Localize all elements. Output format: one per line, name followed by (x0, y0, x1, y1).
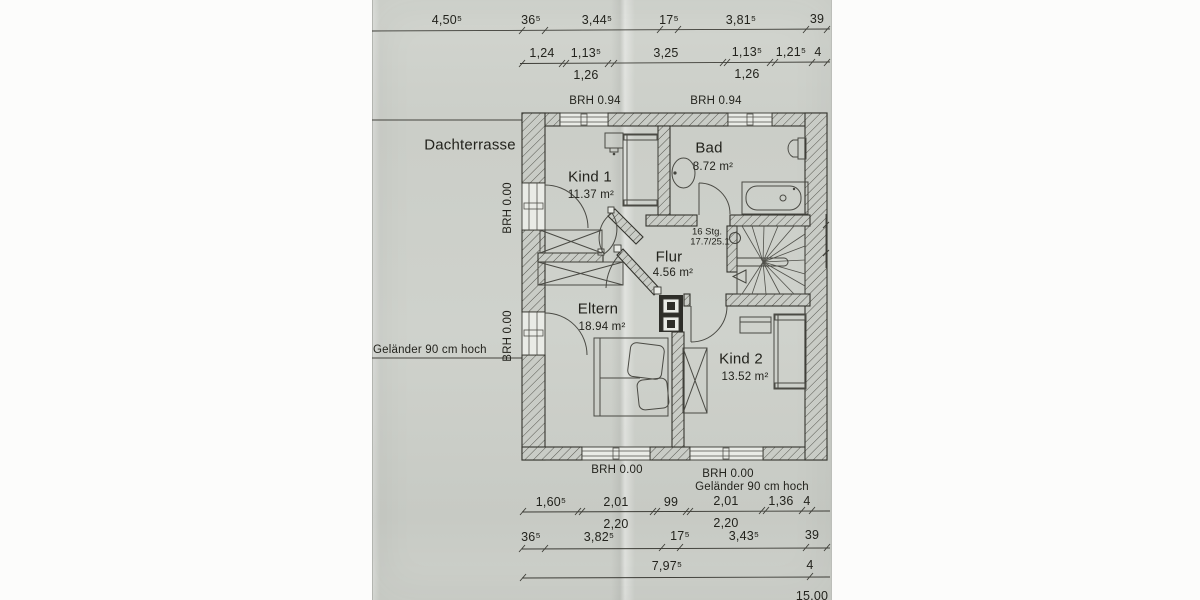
room-name-kind1: Kind 1 (568, 168, 612, 186)
room-area-kind2: 13.52 m² (721, 371, 769, 383)
dim-bot1-1: 2,01 (603, 495, 629, 509)
dim-bot1-sub-1: 2,20 (713, 516, 739, 530)
door-swing-arcs (544, 182, 731, 356)
dim-top2-3: 1,13⁵ (731, 45, 763, 59)
dim-bot2-0: 36⁵ (521, 530, 541, 544)
bathtub-symbol (741, 181, 809, 215)
brh-left-label-2: BRH 0.00 (502, 310, 514, 362)
dim-bot2-2: 17⁵ (670, 529, 690, 543)
dimension-lines (371, 25, 831, 582)
staircase-symbol (729, 225, 806, 295)
stairs-note-line2: 17.7/25.1 (690, 236, 730, 248)
door-swing-kind2 (690, 305, 728, 343)
room-name-kind2: Kind 2 (719, 350, 763, 368)
dimension-ticks-bottom3 (519, 572, 814, 582)
dim-top2-sub-1: 1,26 (734, 67, 760, 81)
window-top-2 (727, 112, 773, 127)
right-edge-marks (822, 214, 830, 268)
dim-bot2-4: 39 (804, 528, 820, 542)
brh-bottom-label-2: BRH 0.00 (702, 468, 754, 480)
dim-bot3-0: 7,97⁵ (651, 559, 683, 573)
dim-top2-sub-0: 1,26 (573, 68, 599, 82)
room-area-bad: 8.72 m² (692, 161, 734, 173)
dim-top1-5: 39 (809, 12, 825, 26)
dim-bot1-sub-0: 2,20 (603, 517, 629, 531)
dresser-kind2-symbol (739, 316, 772, 334)
wardrobe-kind1-symbol (622, 133, 659, 207)
window-bottom-2 (689, 446, 764, 461)
dim-top1-4: 3,81⁵ (725, 13, 757, 27)
dim-top1-0: 4,50⁵ (431, 13, 463, 27)
dim-bot1-5: 4 (803, 494, 811, 508)
stair-direction-arrow-icon (731, 269, 747, 284)
stair-note-circle-icon (729, 232, 741, 244)
room-name-eltern: Eltern (577, 300, 619, 318)
dim-bot2-1: 3,82⁵ (583, 530, 615, 544)
dim-bot3-1: 4 (806, 558, 814, 572)
window-bottom-1 (581, 446, 651, 461)
dim-bot1-4: 1,36 (768, 494, 794, 508)
washbasin-symbol (671, 157, 696, 189)
window-top-1 (559, 112, 609, 127)
dim-top1-3: 17⁵ (659, 13, 679, 27)
room-area-flur: 4.56 m² (652, 267, 694, 279)
dim-bot1-3: 2,01 (713, 494, 739, 508)
terrace-railing-label: Geländer 90 cm hoch (373, 344, 487, 356)
brh-top-label-1: BRH 0.94 (569, 95, 621, 107)
outer-walls (521, 112, 828, 461)
dimension-ticks-top1 (518, 25, 831, 35)
dimension-ticks-bottom2 (518, 543, 831, 553)
terrace-door-eltern (521, 311, 546, 356)
dim-bot2-3: 3,43⁵ (728, 529, 760, 543)
brh-top-label-2: BRH 0.94 (690, 95, 742, 107)
dim-top2-5: 4 (814, 45, 822, 59)
dimension-ticks-bottom1 (519, 506, 816, 516)
furniture (537, 132, 809, 417)
dim-top2-2: 3,25 (653, 46, 679, 60)
dim-bot1-0: 1,60⁵ (535, 495, 567, 509)
dim-bot1-2: 99 (663, 495, 679, 509)
window-symbols (521, 112, 773, 461)
door-swing-kind1-a (603, 212, 618, 255)
door-swing-terrace-eltern (544, 312, 588, 356)
terrace-outline (372, 119, 522, 359)
dim-top2-1: 1,13⁵ (570, 46, 602, 60)
room-name-flur: Flur (655, 248, 683, 266)
stairs-note-line1: 16 Stg. (691, 226, 723, 238)
dim-bot4-0: 15,00 (795, 589, 829, 600)
double-bed-symbol (593, 337, 670, 417)
dim-top2-0: 1,24 (529, 46, 555, 60)
dim-top1-1: 36⁵ (521, 13, 541, 27)
dimension-ticks-top2 (518, 58, 831, 68)
dim-top1-2: 3,44⁵ (581, 13, 613, 27)
terrace-door-kind1 (521, 182, 546, 231)
dresser-kind1-symbol (604, 132, 624, 156)
chimney-symbol (659, 295, 683, 332)
closet-x-kind2-symbol (682, 347, 708, 414)
closet-x-eltern-symbol (537, 261, 624, 286)
closet-x-kind1-symbol (539, 229, 603, 254)
room-area-eltern: 18.94 m² (578, 321, 626, 333)
bottom-railing-label: Geländer 90 cm hoch (695, 481, 809, 493)
brh-bottom-label-1: BRH 0.00 (591, 464, 643, 476)
wardrobe-kind2-symbol (773, 313, 807, 390)
room-name-bad: Bad (695, 139, 723, 157)
door-swing-terrace-kind1 (544, 184, 589, 229)
room-area-kind1: 11.37 m² (567, 189, 615, 201)
door-swing-bad (698, 182, 731, 215)
toilet-symbol (787, 137, 807, 160)
terrace-label: Dachterrasse (424, 136, 516, 154)
brh-left-label-1: BRH 0.00 (502, 182, 514, 234)
dim-top2-4: 1,21⁵ (775, 45, 807, 59)
